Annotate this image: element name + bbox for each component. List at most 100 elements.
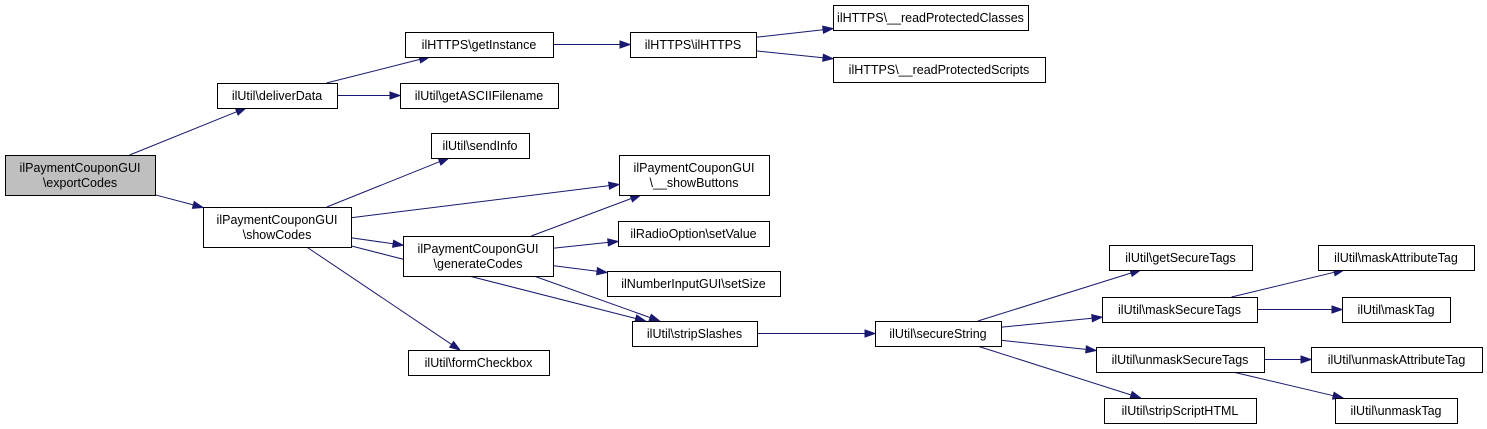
node-deliver-data[interactable]: ilUtil\deliverData bbox=[217, 83, 338, 109]
node-https-read-scripts[interactable]: ilHTTPS\__readProtectedScripts bbox=[833, 57, 1046, 83]
node-label: ilHTTPS\__readProtectedScripts bbox=[849, 63, 1030, 77]
arrowhead-icon bbox=[1300, 355, 1313, 364]
edge-line bbox=[977, 272, 1132, 322]
arrowhead-icon bbox=[1331, 305, 1344, 314]
edge-mask_secure_tags-to-mask_attribute_tag bbox=[1231, 268, 1346, 298]
arrowhead-icon bbox=[864, 329, 877, 338]
node-box bbox=[400, 83, 559, 109]
node-number-set-size[interactable]: ilNumberInputGUI\setSize bbox=[607, 271, 781, 297]
node-show-buttons[interactable]: ilPaymentCouponGUI\__showButtons bbox=[619, 155, 770, 196]
node-box bbox=[403, 236, 554, 277]
node-https-get-instance[interactable]: ilHTTPS\getInstance bbox=[405, 32, 554, 58]
node-label: \showCodes bbox=[243, 228, 312, 242]
node-label: ilRadioOption\setValue bbox=[630, 227, 756, 241]
node-label: ilUtil\deliverData bbox=[232, 89, 322, 103]
node-secure-string[interactable]: ilUtil\secureString bbox=[875, 321, 1002, 347]
node-get-secure-tags[interactable]: ilUtil\getSecureTags bbox=[1109, 245, 1253, 271]
node-mask-tag[interactable]: ilUtil\maskTag bbox=[1342, 297, 1451, 323]
arrowhead-icon bbox=[648, 313, 662, 322]
node-unmask-secure-tags[interactable]: ilUtil\unmaskSecureTags bbox=[1096, 347, 1265, 373]
node-https-ilhttps[interactable]: ilHTTPS\ilHTTPS bbox=[630, 32, 757, 58]
node-label: ilHTTPS\getInstance bbox=[422, 38, 537, 52]
edge-unmask_secure_tags-to-unmask_tag bbox=[1232, 371, 1345, 400]
edge-show_codes-to-generate_codes bbox=[350, 237, 405, 248]
arrowhead-icon bbox=[607, 238, 620, 247]
node-unmask-tag[interactable]: ilUtil\unmaskTag bbox=[1335, 398, 1458, 424]
arrowhead-icon bbox=[392, 239, 405, 248]
node-label: ilUtil\maskTag bbox=[1357, 303, 1434, 317]
edge-secure_string-to-mask_secure_tags bbox=[1000, 314, 1104, 328]
edge-line bbox=[977, 345, 1132, 396]
arrowhead-icon bbox=[234, 107, 248, 116]
node-label: ilUtil\unmaskTag bbox=[1350, 404, 1441, 418]
node-get-ascii-filename[interactable]: ilUtil\getASCIIFilename bbox=[400, 83, 559, 109]
node-label: ilUtil\secureString bbox=[889, 327, 986, 341]
arrowhead-icon bbox=[596, 266, 609, 276]
edge-export_codes-to-show_codes bbox=[154, 194, 205, 209]
call-graph-edges bbox=[129, 25, 1346, 400]
node-export-codes: ilPaymentCouponGUI\exportCodes bbox=[5, 155, 156, 196]
edge-line bbox=[533, 275, 651, 319]
node-box bbox=[1096, 347, 1265, 373]
node-send-info[interactable]: ilUtil\sendInfo bbox=[431, 133, 530, 159]
node-mask-secure-tags[interactable]: ilUtil\maskSecureTags bbox=[1102, 297, 1258, 323]
edge-show_codes-to-show_buttons bbox=[350, 181, 621, 219]
edge-line bbox=[350, 245, 636, 319]
edge-https_get_instance-to-https_ilhttps bbox=[553, 40, 632, 49]
edge-line bbox=[531, 198, 632, 237]
node-label: ilUtil\sendInfo bbox=[442, 139, 517, 153]
node-radio-set-value[interactable]: ilRadioOption\setValue bbox=[618, 221, 770, 247]
node-unmask-attribute-tag[interactable]: ilUtil\unmaskAttributeTag bbox=[1311, 347, 1483, 373]
edge-unmask_secure_tags-to-unmask_attribute_tag bbox=[1264, 355, 1313, 364]
node-mask-attribute-tag[interactable]: ilUtil\maskAttributeTag bbox=[1318, 245, 1475, 271]
node-label: ilUtil\maskSecureTags bbox=[1118, 303, 1241, 317]
arrowhead-icon bbox=[389, 91, 402, 100]
edge-line bbox=[755, 50, 824, 59]
edge-generate_codes-to-radio_set_value bbox=[552, 238, 620, 249]
arrowhead-icon bbox=[629, 194, 643, 203]
node-box bbox=[833, 5, 1029, 31]
edge-generate_codes-to-number_set_size bbox=[552, 265, 609, 276]
node-form-checkbox[interactable]: ilUtil\formCheckbox bbox=[408, 350, 550, 376]
node-box bbox=[1109, 245, 1253, 271]
node-box bbox=[1342, 297, 1451, 323]
node-box bbox=[632, 321, 758, 347]
node-box bbox=[630, 32, 757, 58]
node-generate-codes[interactable]: ilPaymentCouponGUI\generateCodes bbox=[403, 236, 554, 277]
node-box bbox=[1311, 347, 1483, 373]
node-box bbox=[408, 350, 550, 376]
arrowhead-icon bbox=[1091, 314, 1104, 323]
arrowhead-icon bbox=[608, 181, 621, 190]
node-label: ilPaymentCouponGUI bbox=[217, 213, 338, 227]
arrowhead-icon bbox=[191, 200, 205, 209]
node-box bbox=[1318, 245, 1475, 271]
edge-show_codes-to-form_checkbox bbox=[306, 246, 462, 351]
edge-https_ilhttps-to-https_read_scripts bbox=[755, 50, 835, 62]
edge-line bbox=[1231, 271, 1335, 298]
edge-line bbox=[350, 237, 394, 245]
node-box bbox=[1104, 398, 1257, 424]
node-box bbox=[405, 32, 554, 58]
node-strip-slashes[interactable]: ilUtil\stripSlashes bbox=[632, 321, 758, 347]
arrowhead-icon bbox=[1129, 390, 1143, 399]
node-label: ilPaymentCouponGUI bbox=[20, 161, 141, 175]
node-strip-script-html[interactable]: ilUtil\stripScriptHTML bbox=[1104, 398, 1257, 424]
arrowhead-icon bbox=[1085, 345, 1098, 354]
node-label: ilUtil\getASCIIFilename bbox=[415, 89, 544, 103]
arrowhead-icon bbox=[822, 25, 835, 34]
node-box bbox=[833, 57, 1046, 83]
node-show-codes[interactable]: ilPaymentCouponGUI\showCodes bbox=[203, 207, 352, 248]
edge-line bbox=[1000, 317, 1093, 328]
node-label: ilPaymentCouponGUI bbox=[634, 161, 755, 175]
node-label: ilUtil\stripSlashes bbox=[647, 327, 742, 341]
arrowhead-icon bbox=[619, 40, 632, 49]
node-box bbox=[875, 321, 1002, 347]
edge-line bbox=[1000, 339, 1087, 350]
node-https-read-classes[interactable]: ilHTTPS\__readProtectedClasses bbox=[833, 5, 1029, 31]
node-box bbox=[5, 155, 156, 196]
edge-line bbox=[552, 265, 598, 272]
node-box bbox=[607, 271, 781, 297]
edge-secure_string-to-unmask_secure_tags bbox=[1000, 339, 1098, 354]
node-label: ilHTTPS\ilHTTPS bbox=[645, 38, 742, 52]
